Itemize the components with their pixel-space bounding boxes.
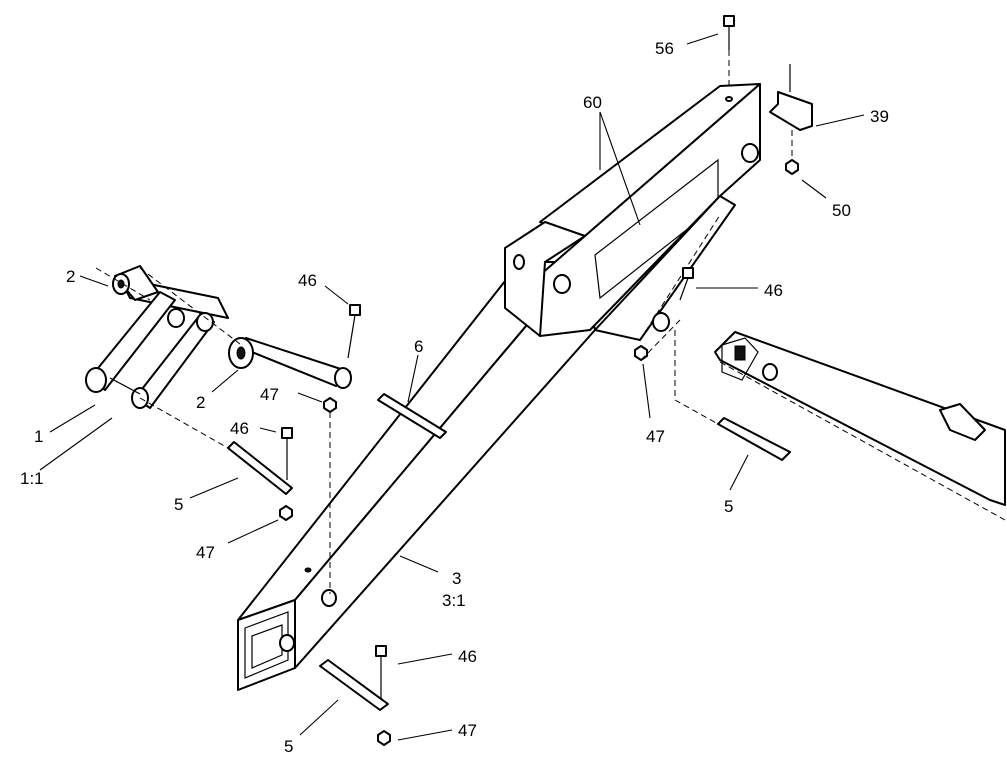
pin-5-bottom — [319, 659, 389, 711]
callout-47-left: 47 — [196, 543, 215, 562]
callout-6: 6 — [414, 337, 423, 356]
callout-39: 39 — [870, 107, 889, 126]
callout-56: 56 — [655, 39, 674, 58]
nut-47-right — [634, 345, 648, 361]
callout-2-lower: 2 — [196, 393, 205, 412]
callout-3: 3 — [452, 569, 461, 588]
bolt-46-bottom — [375, 645, 387, 700]
callout-47-center: 47 — [260, 385, 279, 404]
callout-46-left: 46 — [230, 419, 249, 438]
bolt-46-left — [281, 427, 293, 480]
callout-46-center: 46 — [298, 271, 317, 290]
callout-1: 1 — [34, 427, 43, 446]
pin-5-left — [227, 441, 293, 495]
bolt-56 — [723, 15, 735, 50]
pin-5-right — [717, 417, 791, 461]
callout-60: 60 — [583, 93, 602, 112]
bushing-lower — [228, 337, 352, 389]
callout-5-right: 5 — [724, 497, 733, 516]
right-hitch-beam — [714, 331, 1006, 521]
callout-3-ratio: 3:1 — [442, 591, 466, 610]
bushing-right — [652, 312, 670, 332]
mounting-bracket — [504, 83, 761, 341]
bolt-46-center — [347, 304, 361, 359]
clip — [769, 64, 813, 131]
nut-47-bottom — [377, 730, 391, 746]
callout-50: 50 — [832, 201, 851, 220]
callout-5-bottom: 5 — [284, 737, 293, 756]
assembly-lines — [95, 50, 793, 594]
callout-46-bottom: 46 — [458, 647, 477, 666]
link-assembly — [85, 277, 229, 409]
callout-46-right: 46 — [764, 281, 783, 300]
callout-47-right: 47 — [646, 427, 665, 446]
nut-47-left — [279, 505, 293, 521]
callout-labels: 56 60 39 50 2 46 46 6 2 47 1 1:1 46 5 47… — [20, 39, 889, 756]
pin-6 — [377, 393, 447, 439]
callout-2-upper: 2 — [66, 267, 75, 286]
bolt-46-right — [679, 267, 694, 301]
bushing-upper — [112, 265, 159, 301]
nut-50 — [785, 159, 799, 175]
callout-1-ratio: 1:1 — [20, 469, 44, 488]
nut-47-center — [323, 397, 337, 413]
leader-lines — [39, 33, 865, 741]
callout-47-bottom: 47 — [458, 721, 477, 740]
tongue-beam — [237, 261, 596, 691]
callout-5-left: 5 — [174, 495, 183, 514]
